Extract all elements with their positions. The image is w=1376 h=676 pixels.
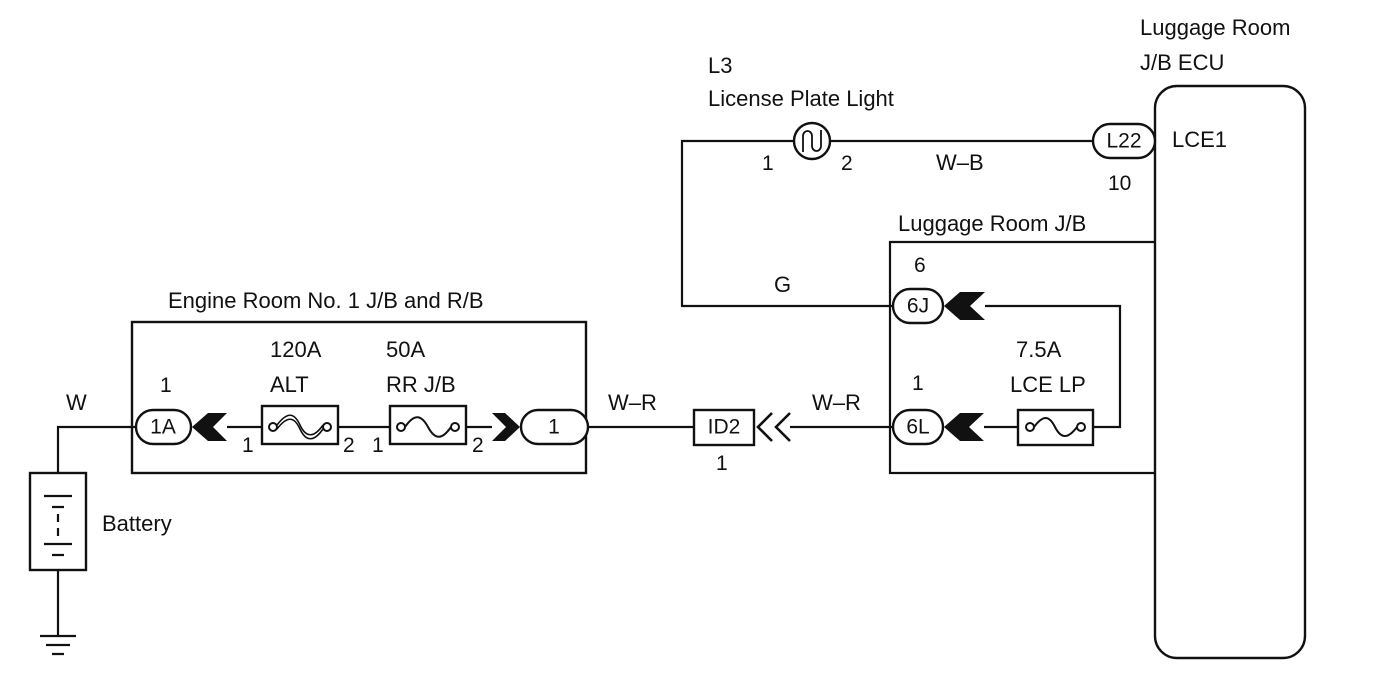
luggage-jb-title: Luggage Room J/B — [898, 211, 1086, 236]
fuse-rr-jb-pin-right: 2 — [472, 434, 484, 457]
luggage-jb-outline — [888, 240, 1155, 475]
fuse-alt: 120A ALT 1 2 — [242, 337, 355, 457]
connector-l22: L22 10 — [1091, 122, 1157, 195]
battery-label: Battery — [102, 511, 172, 536]
connector-6j-pin: 6 — [914, 254, 926, 277]
engine-room-jb: Engine Room No. 1 J/B and R/B — [130, 288, 588, 475]
fuse-alt-pin-right: 2 — [343, 434, 355, 457]
fuse-lce-lp: 7.5A LCE LP — [1010, 337, 1095, 447]
connector-1a-label: 1A — [150, 416, 176, 439]
connector-6l-arrow-icon — [944, 413, 984, 441]
connector-id2-arrow-icon — [756, 412, 791, 442]
connector-6j: 6J 6 — [891, 254, 985, 325]
wire-label-w-b: W–B — [936, 150, 984, 175]
fuse-alt-rating: 120A — [270, 337, 322, 362]
fuse-rr-jb-rating: 50A — [386, 337, 425, 362]
luggage-room-jb-ecu: Luggage Room J/B ECU LCE1 — [1140, 15, 1307, 660]
connector-1: 1 — [492, 408, 590, 446]
luggage-room-jb: Luggage Room J/B — [888, 211, 1155, 475]
ground-icon — [40, 634, 76, 656]
fuse-alt-name: ALT — [270, 372, 309, 397]
connector-l22-label: L22 — [1106, 130, 1141, 153]
fuse-rr-jb-pin-left: 1 — [372, 434, 384, 457]
connector-1a: 1A 1 — [134, 374, 227, 446]
wires — [56, 139, 1122, 636]
connector-6j-label: 6J — [907, 295, 929, 318]
fuse-alt-icon — [276, 414, 324, 436]
connector-1-label: 1 — [548, 416, 560, 439]
connector-6l-pin: 1 — [912, 372, 924, 395]
wire-jb-return — [985, 304, 1122, 429]
license-plate-light: L3 License Plate Light 1 2 — [708, 53, 894, 175]
connector-id2: ID2 1 — [692, 408, 791, 475]
fuse-lce-lp-icon — [1033, 417, 1078, 437]
connector-1-arrow-icon — [492, 413, 520, 441]
fuse-rr-jb-icon — [404, 416, 452, 438]
lamp-name: License Plate Light — [708, 86, 894, 111]
wire-label-w-r-engine: W–R — [608, 390, 657, 415]
lamp-filament-icon — [802, 130, 822, 152]
wire-label-w-r-luggage: W–R — [812, 390, 861, 415]
fuse-lce-lp-name: LCE LP — [1010, 372, 1086, 397]
connector-l22-pin: 10 — [1108, 172, 1131, 195]
battery-cells-icon — [44, 494, 72, 557]
engine-jb-box — [130, 320, 588, 475]
connector-1a-arrow-icon — [192, 413, 227, 441]
wire-g — [680, 139, 893, 308]
lamp-pin-left: 1 — [762, 152, 774, 175]
connector-6j-arrow-icon — [944, 292, 985, 320]
connector-6l-label: 6L — [906, 416, 929, 439]
fuse-lce-lp-rating: 7.5A — [1016, 337, 1062, 362]
connector-1a-pin: 1 — [160, 374, 172, 397]
engine-jb-title: Engine Room No. 1 J/B and R/B — [168, 288, 484, 313]
connector-id2-pin: 1 — [716, 452, 728, 475]
ecu-box — [1153, 84, 1307, 660]
ecu-terminal-label: LCE1 — [1172, 127, 1227, 152]
fuse-rr-jb-name: RR J/B — [386, 372, 456, 397]
connector-id2-label: ID2 — [708, 416, 741, 439]
wire-label-w: W — [66, 390, 87, 415]
wire-w-battery — [56, 425, 136, 473]
fuse-alt-pin-left: 1 — [242, 434, 254, 457]
fuse-rr-jb: 50A RR J/B 1 2 — [372, 337, 484, 457]
lamp-pin-right: 2 — [841, 152, 853, 175]
connector-6l: 6L 1 — [891, 372, 984, 446]
ecu-title-line2: J/B ECU — [1140, 50, 1224, 75]
battery: Battery — [28, 471, 172, 572]
ecu-title-line1: Luggage Room — [1140, 15, 1290, 40]
lamp-code: L3 — [708, 53, 732, 78]
wire-label-g: G — [774, 272, 791, 297]
